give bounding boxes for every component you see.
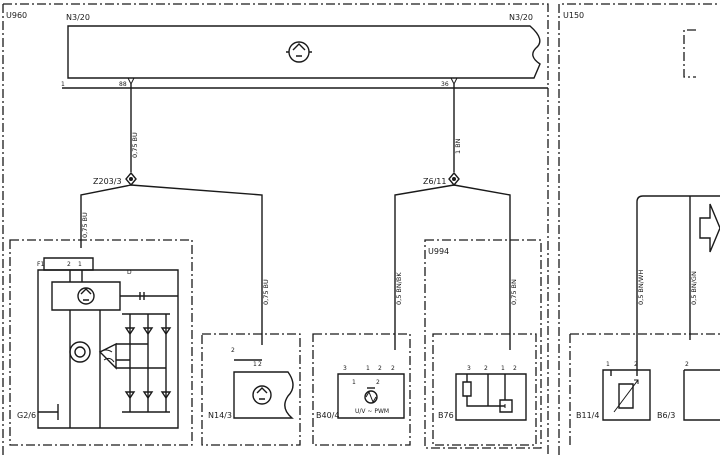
electronic-module-icon (286, 41, 312, 63)
g2-pin-2: 2 (67, 261, 71, 268)
component-b76-label: B76 (438, 411, 454, 420)
wire-label-w5: 0,5 BN/BK (395, 272, 403, 305)
control-unit-pin-88: 88 (119, 81, 127, 88)
component-n14-3: 2 1 2 N14/3 (201, 333, 301, 446)
wire-label-w8: 0,5 BN/GN (690, 271, 698, 305)
control-unit-label-left: N3/20 (66, 13, 90, 22)
wire-bn-main: 1 BN (453, 84, 462, 172)
control-unit-pin-36: 36 (441, 81, 449, 88)
module-icon (252, 385, 272, 405)
b6-pin-2: 2 (685, 361, 689, 368)
b40-sub-2: 2 (376, 379, 380, 386)
zone-u960: U960 (2, 3, 549, 455)
rectifier-diodes-icon (116, 313, 172, 413)
connector-z203-3-label: Z203/3 (93, 177, 122, 186)
continuation-arrow-icon (699, 203, 720, 253)
component-b11-4-label: B11/4 (576, 411, 599, 420)
b11-pin-1: 1 (606, 361, 610, 368)
stator-winding-icon (98, 342, 117, 370)
n14-pin-1: 1 (253, 361, 257, 368)
connector-z6-11: Z6/11 0,5 BN/BK 0,75 BN (394, 171, 518, 350)
component-g2-6-label: G2/6 (17, 411, 36, 420)
b40-sub-1: 1 (352, 379, 356, 386)
control-unit-label-right: N3/20 (509, 13, 533, 22)
regulator-icon (77, 287, 95, 305)
sensor-icon (364, 387, 378, 404)
zone-u150: U150 (558, 3, 720, 455)
wire-label-w6: 0,75 BN (510, 279, 518, 305)
connector-z203-3: Z203/3 0,75 BU 0,75 BU (80, 171, 270, 345)
b11-pin-2: 2 (634, 361, 638, 368)
resistor-icon (462, 374, 506, 407)
control-unit-n3-20: N3/20 N3/20 1 88 36 (61, 13, 548, 89)
b76-pin-2b: 2 (513, 365, 517, 372)
component-b6-3: 2 B6/3 (657, 361, 720, 421)
b76-pin-3: 3 (467, 365, 471, 372)
g2-pin-1: 1 (78, 261, 82, 268)
b40-signal-note: U/V ~ PWM (355, 408, 389, 415)
component-n14-3-label: N14/3 (208, 411, 232, 420)
zone-u960-label: U960 (6, 11, 27, 20)
wire-bu-main: 0,75 BU (130, 84, 139, 172)
capacitor-icon (499, 399, 513, 413)
component-b6-3-label: B6/3 (657, 411, 675, 420)
b76-pin-1: 1 (501, 365, 505, 372)
component-b40-4-label: B40/4 (316, 411, 339, 420)
zone-u994-label: U994 (428, 247, 449, 256)
wires-u150: 0,5 BN/WH 0,5 BN/GN (636, 195, 720, 340)
b40-pin-2a: 2 (378, 365, 382, 372)
n14-pin-2: 2 (258, 361, 262, 368)
b76-pin-2a: 2 (484, 365, 488, 372)
connector-z6-11-label: Z6/11 (423, 177, 446, 186)
component-b76: 3 2 1 2 B76 (432, 333, 537, 446)
b40-pin-1: 1 (366, 365, 370, 372)
g2-pin-d: D (127, 269, 132, 276)
wire-label-w4: 1 BN (454, 138, 462, 154)
component-b40-4: 3 1 2 2 1 2 U/V ~ PWM B40/4 (312, 333, 411, 446)
rotor-coil-icon (69, 341, 91, 363)
wire-label-w3: 0,75 BU (262, 279, 270, 305)
component-b11-4: 1 2 B11/4 (569, 333, 720, 445)
b40-pin-3: 3 (343, 365, 347, 372)
wire-label-w1: 0,75 BU (131, 132, 139, 158)
zone-u150-label: U150 (563, 11, 584, 20)
fuse-label-f1: F1 (37, 261, 44, 268)
component-g2-6: F1 2 1 D G2/6 (9, 239, 193, 446)
thermistor-icon (613, 379, 639, 413)
control-unit-ground-pin: 1 (61, 81, 65, 88)
n14-pin-top: 2 (231, 347, 235, 354)
zone-u994: U994 (424, 239, 542, 449)
wire-label-w7: 0,5 BN/WH (637, 270, 645, 305)
wire-label-w2: 0,75 BU (81, 212, 89, 238)
b40-pin-2b: 2 (391, 365, 395, 372)
